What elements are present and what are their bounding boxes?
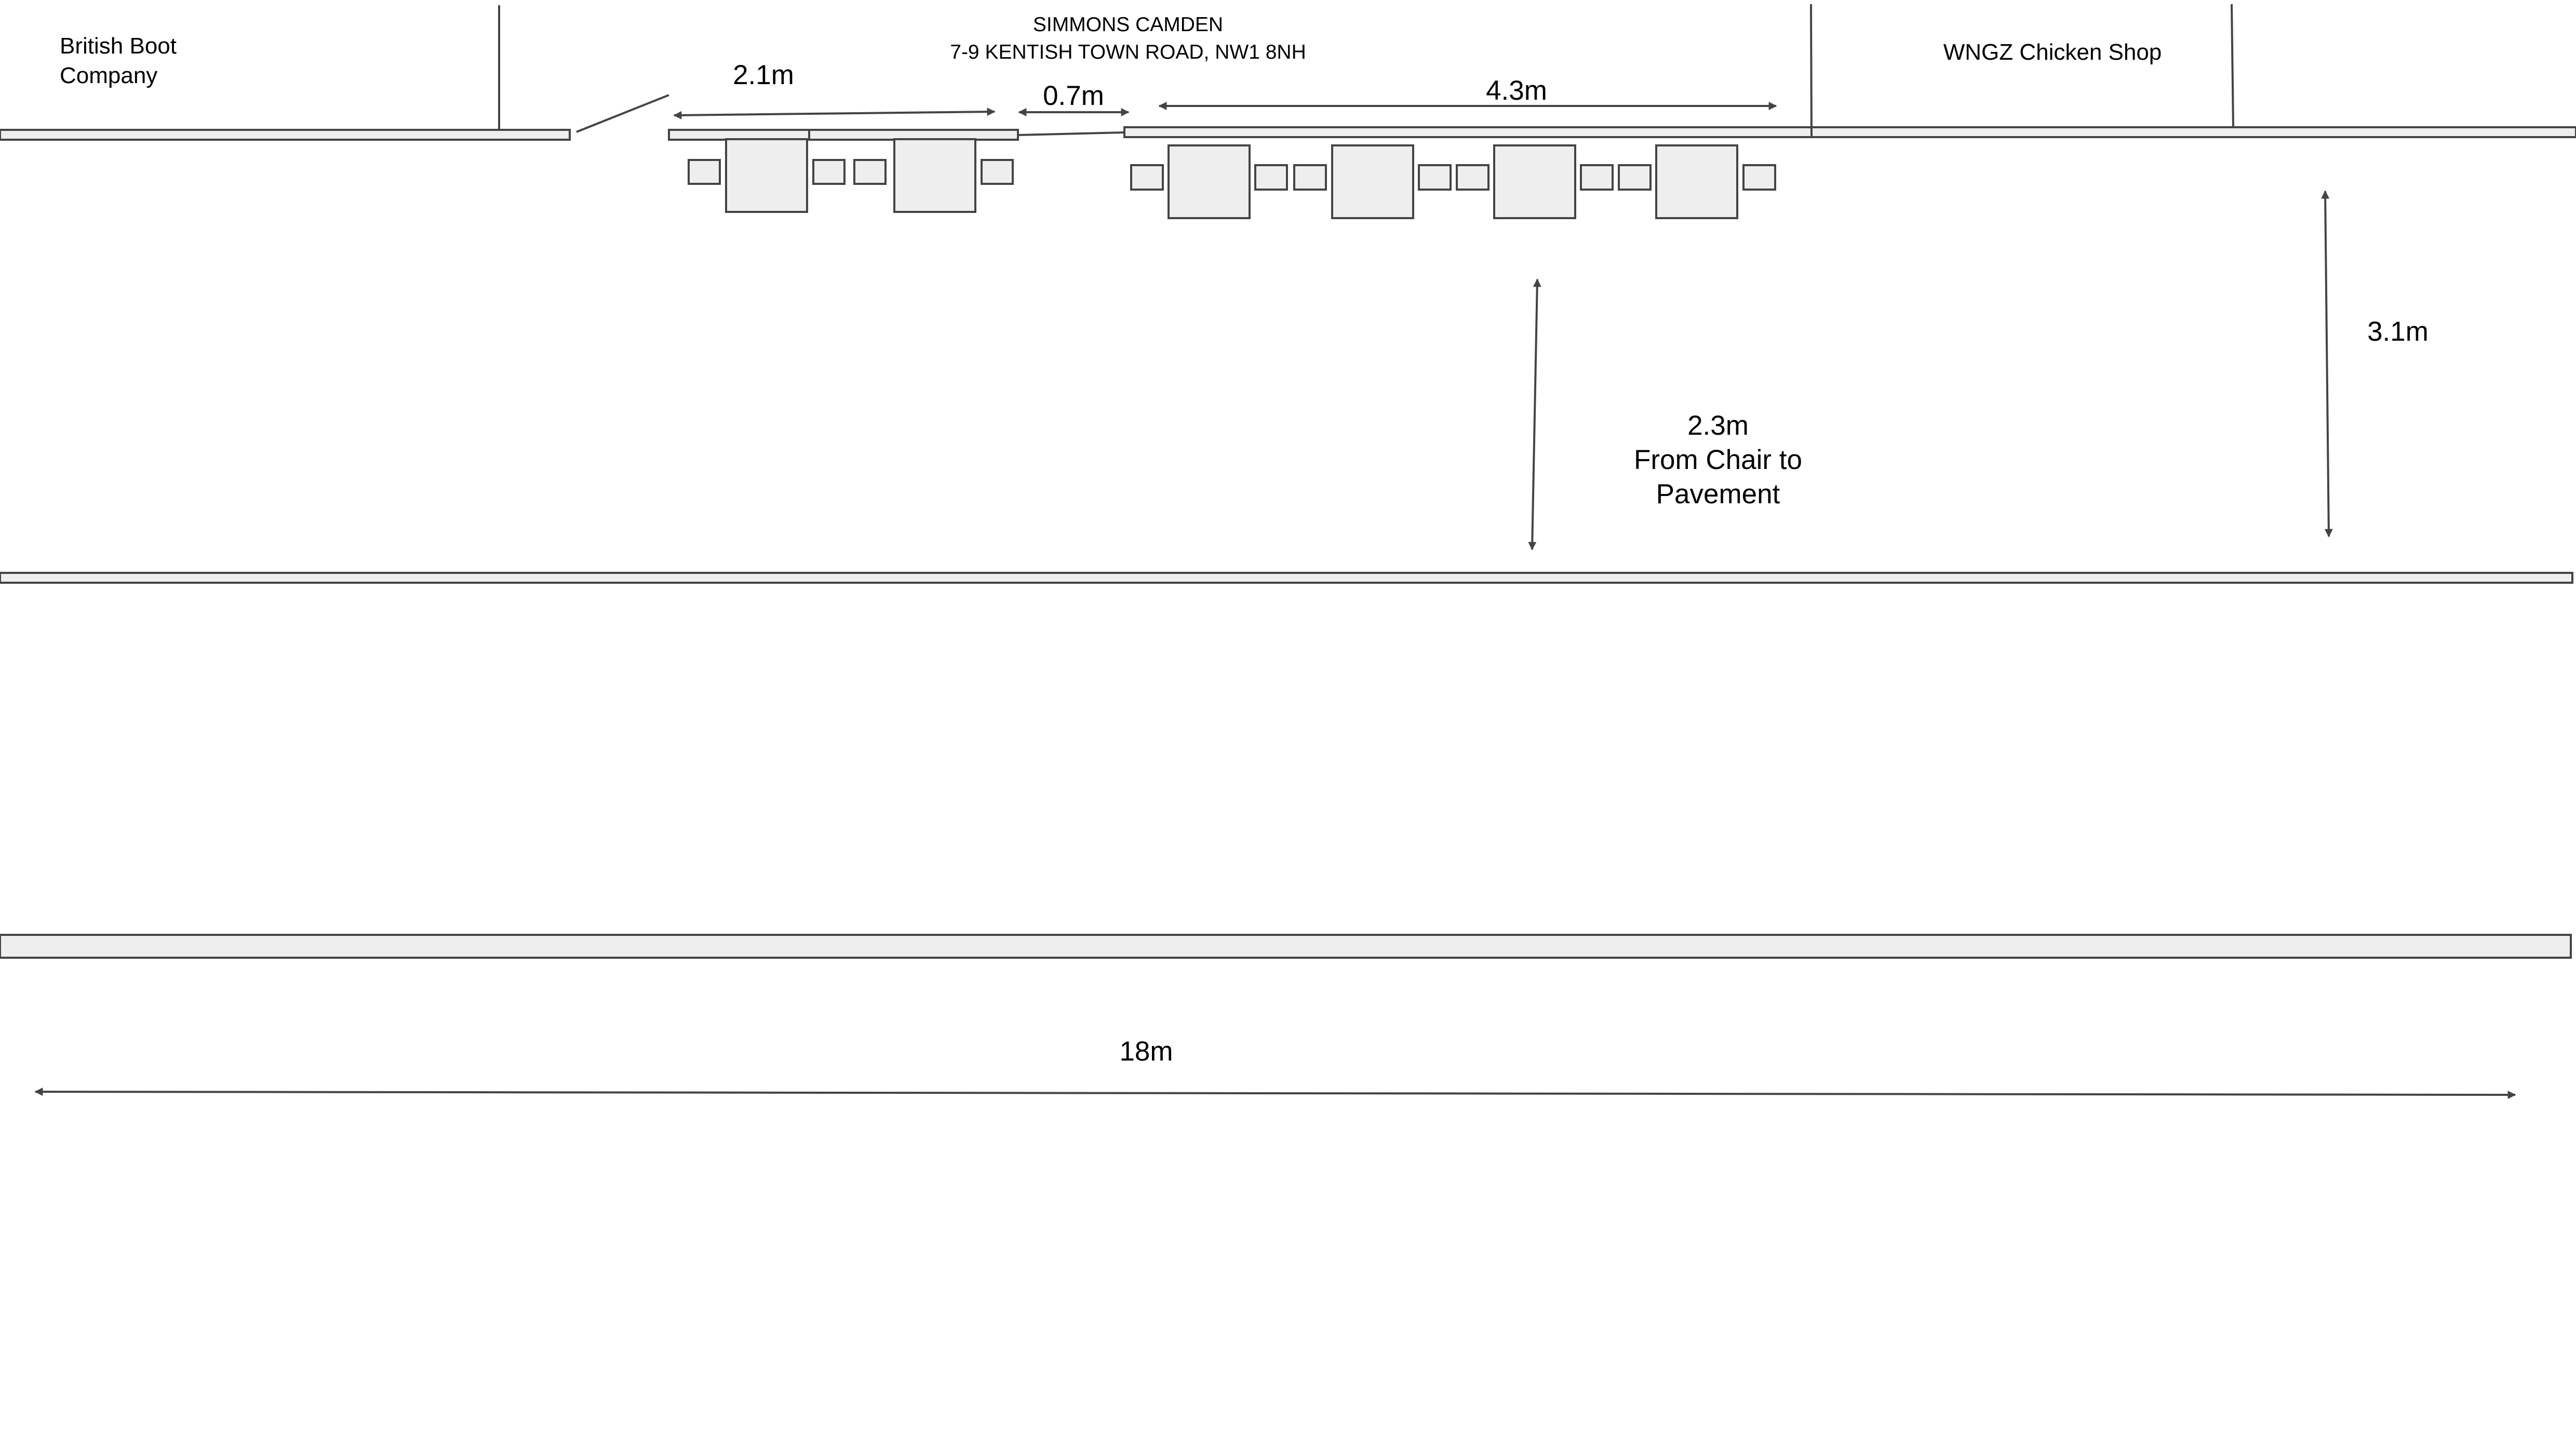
table <box>1168 144 1251 219</box>
neighbour-right: WNGZ Chicken Shop <box>1943 39 2162 65</box>
venue-address: 7-9 KENTISH TOWN ROAD, NW1 8NH <box>950 41 1306 63</box>
label-chair-to-pavement-line3: Pavement <box>1656 479 1780 510</box>
label-right-seating-width: 4.3m <box>1486 75 1547 106</box>
facade-gap-line <box>1017 131 1125 136</box>
table <box>893 138 976 213</box>
dimension-arrow-left-seating <box>673 108 996 119</box>
label-chair-to-pavement-line2: From Chair to <box>1634 445 1802 475</box>
chair <box>1254 164 1288 191</box>
chair <box>1742 164 1776 191</box>
chair <box>1418 164 1452 191</box>
table <box>1331 144 1414 219</box>
label-chair-to-pavement-value: 2.3m <box>1687 410 1749 441</box>
table <box>1655 144 1738 219</box>
boundary-wngz-right <box>2231 4 2234 128</box>
neighbour-left-line1: British Boot <box>60 33 177 59</box>
label-pavement-width: 3.1m <box>2367 316 2429 347</box>
facade-simmons-right <box>1123 126 1813 138</box>
label-frontage-length: 18m <box>1119 1036 1173 1067</box>
label-gap-width: 0.7m <box>1043 81 1104 111</box>
pavement-kerb <box>0 572 2573 584</box>
venue-name: SIMMONS CAMDEN <box>1033 14 1223 36</box>
table <box>1493 144 1576 219</box>
facade-british-boot <box>0 129 571 141</box>
chair <box>1130 164 1164 191</box>
dimension-arrow-frontage <box>34 1088 2516 1099</box>
table <box>725 138 808 213</box>
chair <box>812 159 846 185</box>
chair <box>1456 164 1490 191</box>
dimension-arrow-chair-to-pavement <box>1528 278 1541 551</box>
chair <box>1618 164 1652 191</box>
boundary-simmons-wngz <box>1810 4 1813 138</box>
dimension-arrow-pavement-width <box>2321 190 2333 538</box>
chair <box>688 159 721 185</box>
neighbour-left-line2: Company <box>60 63 157 88</box>
chair <box>1293 164 1327 191</box>
door-swing-line <box>576 94 669 133</box>
facade-wngz <box>1810 126 2576 138</box>
road-edge <box>0 934 2572 959</box>
chair <box>853 159 887 185</box>
label-left-seating-width: 2.1m <box>733 60 794 90</box>
chair <box>1580 164 1614 191</box>
chair <box>981 159 1014 185</box>
